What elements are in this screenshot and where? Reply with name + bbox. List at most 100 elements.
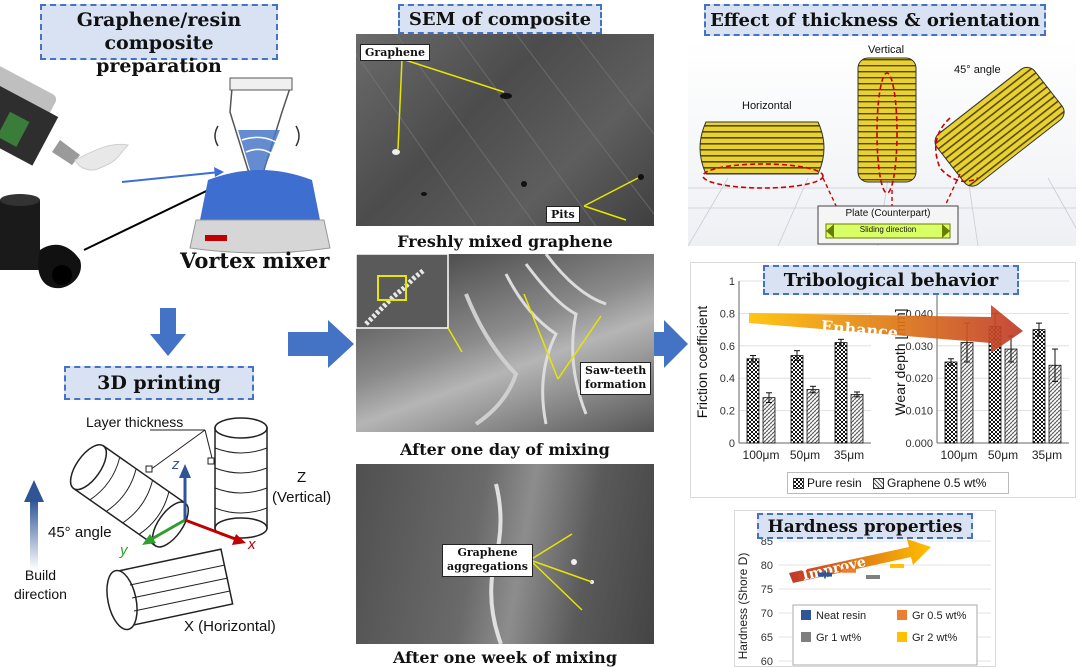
ytick-label: 70 (761, 608, 773, 620)
legend-label: Gr 2 wt% (912, 632, 957, 644)
ytick-label: 0.8 (720, 308, 735, 320)
legend-graphene-label: Graphene 0.5 wt% (887, 476, 987, 490)
down-arrow-icon (150, 308, 186, 356)
hardness-legend (792, 604, 978, 666)
xtick-label: 100μm (743, 448, 780, 462)
legend-swatch (801, 632, 811, 642)
sem-caption-one-day: After one day of mixing (400, 440, 610, 459)
bar (762, 397, 776, 444)
xtick-label: 50μm (790, 448, 820, 462)
tribo-legend: Pure resin Graphene 0.5 wt% (787, 472, 1009, 494)
xtick-label: 50μm (988, 448, 1018, 462)
legend-pure-label: Pure resin (807, 476, 862, 490)
thickness-title: Effect of thickness & orientation (704, 4, 1046, 36)
legend-label: Gr 0.5 wt% (912, 610, 967, 622)
ytick-label: 80 (761, 560, 773, 572)
bar (790, 355, 804, 444)
hardness-marker (818, 572, 832, 577)
ytick-label: 65 (761, 632, 773, 644)
vortex-mixer-icon (189, 170, 331, 254)
legend-label: Gr 1 wt% (816, 632, 861, 644)
ytick-label: 0.2 (720, 406, 735, 418)
xtick-label: 35μm (1032, 448, 1062, 462)
sem-caption-fresh: Freshly mixed graphene (397, 232, 613, 251)
sem-tag-pits: Pits (546, 206, 580, 223)
hardness-title: Hardness properties (757, 513, 973, 539)
printing-schematic (24, 417, 268, 631)
sem-tag-sawteeth: Saw-teeth formation (580, 362, 652, 395)
graphene-powder-icon (0, 194, 81, 289)
hardness-marker (866, 575, 880, 579)
bar (944, 361, 958, 444)
legend-graphene-swatch (873, 478, 885, 490)
bar (1032, 329, 1046, 444)
resin-bottle-icon (0, 66, 80, 166)
z-vertical-label: Z (Vertical) (272, 469, 332, 507)
test-tube-icon (214, 77, 300, 177)
arrow-right-icon (288, 320, 354, 368)
ytick-label: 85 (761, 536, 773, 548)
cylinder-vertical-icon (214, 417, 268, 539)
axis-z-label: z (172, 456, 180, 473)
xtick-label: 100μm (941, 448, 978, 462)
ytick-label: 0.4 (720, 373, 735, 385)
tribo-title: Tribological behavior (763, 265, 1019, 295)
legend-pure-swatch (793, 478, 804, 490)
legend-label: Neat resin (816, 610, 866, 622)
orient-45-label: 45° angle (954, 64, 1001, 76)
x-horizontal-label: X (Horizontal) (184, 618, 276, 635)
orientation-render: Horizontal Vertical 45° angle Plate (Cou… (687, 38, 1077, 247)
bar (746, 358, 760, 444)
sem-title: SEM of composite (398, 4, 602, 34)
sem-image-one-day: Saw-teeth formation (356, 254, 654, 432)
ytick-label: 60 (761, 656, 773, 667)
enhance-arrow (749, 305, 1023, 353)
xtick-label: 35μm (834, 448, 864, 462)
legend-swatch (897, 632, 907, 642)
build-direction-label: Build direction (14, 567, 67, 602)
y-axis-label: Hardness (Shore D) (736, 553, 750, 660)
axis-y-label: y (120, 542, 128, 559)
orient-horizontal-label: Horizontal (742, 100, 792, 112)
sliding-direction-label: Sliding direction (859, 225, 917, 234)
sem-image-fresh: Graphene Pits (356, 34, 654, 226)
ytick-label: 0.010 (905, 406, 933, 418)
prep-title: Graphene/resin composite preparation (40, 4, 278, 77)
ytick-label: 0.6 (720, 341, 735, 353)
cylinder-45-icon (69, 444, 189, 548)
vortex-mixer-label: Vortex mixer (180, 248, 330, 273)
legend-swatch (897, 610, 907, 620)
cylinder-horizontal-icon (106, 548, 234, 631)
angle-45-label: 45° angle (48, 524, 112, 541)
preparation-illustration (0, 66, 331, 289)
improve-arrow (789, 539, 931, 583)
y-axis-label: Friction coefficient (694, 306, 710, 419)
bar (806, 389, 820, 444)
ytick-label: 1 (729, 276, 735, 288)
sem-tag-graphene: Graphene (360, 44, 431, 61)
hardness-marker (842, 568, 856, 573)
hardness-marker (890, 563, 904, 568)
sem-caption-one-week: After one week of mixing (393, 648, 617, 667)
sem-image-one-week: Graphene aggregations (356, 464, 654, 644)
axis-x-label: x (248, 536, 256, 553)
improve-label: Improve (801, 554, 868, 584)
ytick-label: 75 (761, 584, 773, 596)
ytick-label: 0.030 (905, 341, 933, 353)
orient-vertical-label: Vertical (868, 44, 905, 56)
legend-swatch (801, 610, 811, 620)
ytick-label: 0 (729, 438, 735, 450)
layer-thickness-label: Layer thickness (86, 414, 184, 430)
ytick-label: 0.000 (905, 438, 933, 450)
plate-label: Plate (Counterpart) (845, 208, 931, 219)
hardness-marker-star: ✱ (820, 569, 829, 582)
printing-title: 3D printing (64, 366, 254, 400)
bar (834, 342, 848, 444)
bar (1004, 348, 1018, 444)
resin-splash-icon (74, 143, 130, 171)
sem-tag-aggregations: Graphene aggregations (442, 544, 533, 577)
